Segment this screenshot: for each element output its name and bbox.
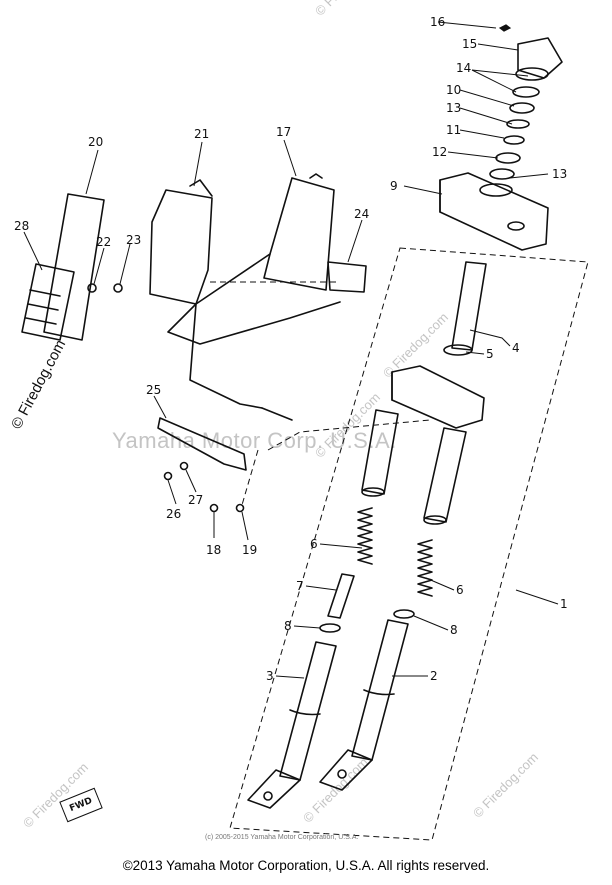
callout-labels: 1 2 3 4 5 6 6 7 8 8 9 10 11 12 13 13 14 … [14, 15, 568, 683]
callout-6: 6 [310, 537, 318, 551]
callout-8: 8 [284, 619, 292, 633]
callout-5: 5 [486, 347, 494, 361]
callout-14: 14 [456, 61, 471, 75]
callout-21: 21 [194, 127, 209, 141]
watermark-center: Yamaha Motor Corp. U.S.A. [112, 428, 397, 453]
callout-9: 9 [390, 179, 398, 193]
callout-22: 22 [96, 235, 111, 249]
callout-6: 6 [456, 583, 464, 597]
callout-17: 17 [276, 125, 291, 139]
callout-13: 13 [552, 167, 567, 181]
assembly-outline [229, 247, 589, 841]
callout-13: 13 [446, 101, 461, 115]
fork-internals [319, 573, 415, 633]
callout-7: 7 [296, 579, 304, 593]
callout-11: 11 [446, 123, 461, 137]
callout-1: 1 [560, 597, 568, 611]
callout-3: 3 [266, 669, 274, 683]
fork-springs [357, 507, 433, 597]
callout-18: 18 [206, 543, 221, 557]
leader-dashed [267, 419, 431, 451]
callout-19: 19 [242, 543, 257, 557]
meter-housings [21, 179, 367, 471]
callout-4: 4 [512, 341, 520, 355]
footer-copyright: ©2013 Yamaha Motor Corporation, U.S.A. A… [122, 858, 490, 873]
callout-15: 15 [462, 37, 477, 51]
leader-lines [23, 21, 559, 679]
outer-tubes [247, 619, 409, 809]
callout-16: 16 [430, 15, 445, 29]
callout-24: 24 [354, 207, 369, 221]
callout-27: 27 [188, 493, 203, 507]
callout-23: 23 [126, 233, 141, 247]
callout-26: 26 [166, 507, 181, 521]
inner-tubes [361, 409, 467, 525]
callout-25: 25 [146, 383, 161, 397]
callout-12: 12 [432, 145, 447, 159]
callout-28: 28 [14, 219, 29, 233]
small-hardware [87, 283, 245, 513]
small-copyright: (c) 2005-2015 Yamaha Motor Corporation, … [205, 834, 359, 841]
upper-bracket [439, 172, 549, 251]
callout-2: 2 [430, 669, 438, 683]
callout-8: 8 [450, 623, 458, 637]
callout-10: 10 [446, 83, 461, 97]
callout-20: 20 [88, 135, 103, 149]
steering-stem [391, 261, 487, 429]
headlight-stay [167, 173, 341, 421]
